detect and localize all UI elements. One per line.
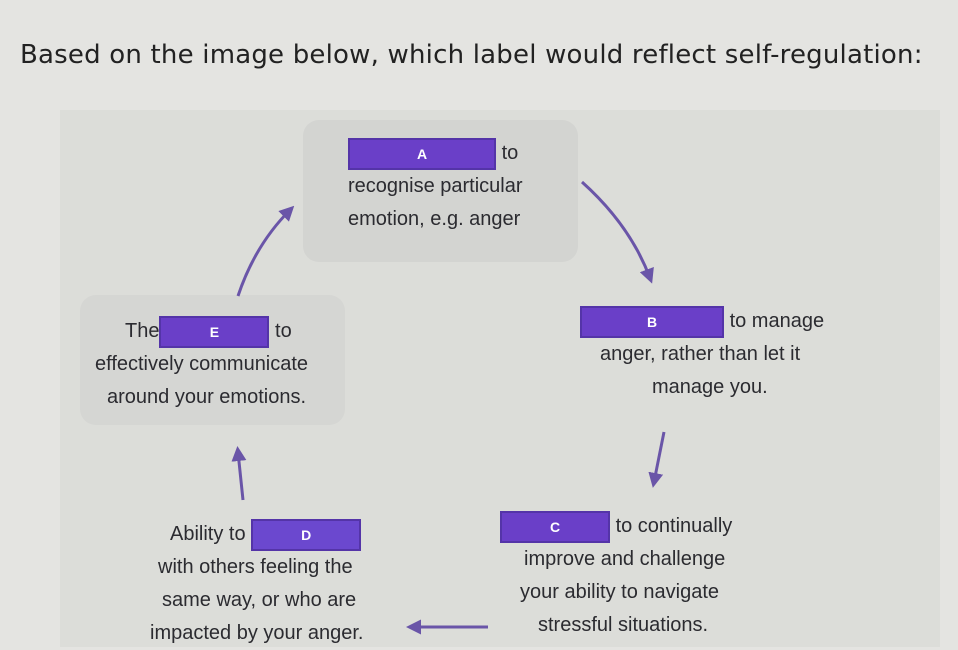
question-text: Based on the image below, which label wo… (20, 40, 923, 70)
node-b-line2: anger, rather than let it (600, 343, 801, 365)
node-e-line3: around your emotions. (107, 386, 307, 408)
label-e[interactable]: E (159, 315, 270, 348)
node-d-line1: Ability to D (150, 518, 380, 551)
arrow-d-to-e-icon (231, 446, 247, 501)
arrow-a-to-b-icon (580, 180, 654, 284)
node-d-line3: same way, or who are (162, 589, 357, 611)
node-a-line3: emotion, e.g. anger (348, 208, 521, 230)
node-a-line1: A to (348, 137, 538, 170)
node-b: B to manage anger, rather than let it ma… (580, 305, 830, 404)
label-a[interactable]: A (348, 137, 496, 170)
node-c-line3: your ability to navigate (520, 581, 720, 603)
node-d: Ability to D with others feeling the sam… (150, 518, 380, 650)
label-d[interactable]: D (251, 518, 362, 551)
node-d-line4: impacted by your anger. (150, 622, 364, 644)
node-e-line2: effectively communicate (95, 353, 309, 375)
node-a: A to recognise particular emotion, e.g. … (348, 137, 538, 236)
label-c[interactable]: C (500, 510, 610, 543)
node-d-line2: with others feeling the (158, 556, 353, 578)
node-e-before: The (125, 320, 160, 342)
node-c-after: to continually (615, 515, 733, 537)
node-b-line3: manage you. (652, 376, 768, 398)
label-b[interactable]: B (580, 305, 724, 338)
node-b-line1: B to manage (580, 305, 830, 338)
node-a-line2: recognise particular (348, 175, 523, 197)
node-e-after: to (275, 320, 292, 342)
node-c: C to continually improve and challenge y… (500, 510, 750, 642)
node-c-line4: stressful situations. (538, 614, 709, 636)
node-c-line1: C to continually (500, 510, 750, 543)
node-c-line2: improve and challenge (524, 548, 726, 570)
node-b-after: to manage (729, 310, 825, 332)
arrow-e-to-a-icon (236, 205, 295, 297)
node-d-before: Ability to (170, 523, 246, 545)
arrow-b-to-c-icon (648, 431, 666, 488)
node-a-after: to (501, 142, 519, 164)
